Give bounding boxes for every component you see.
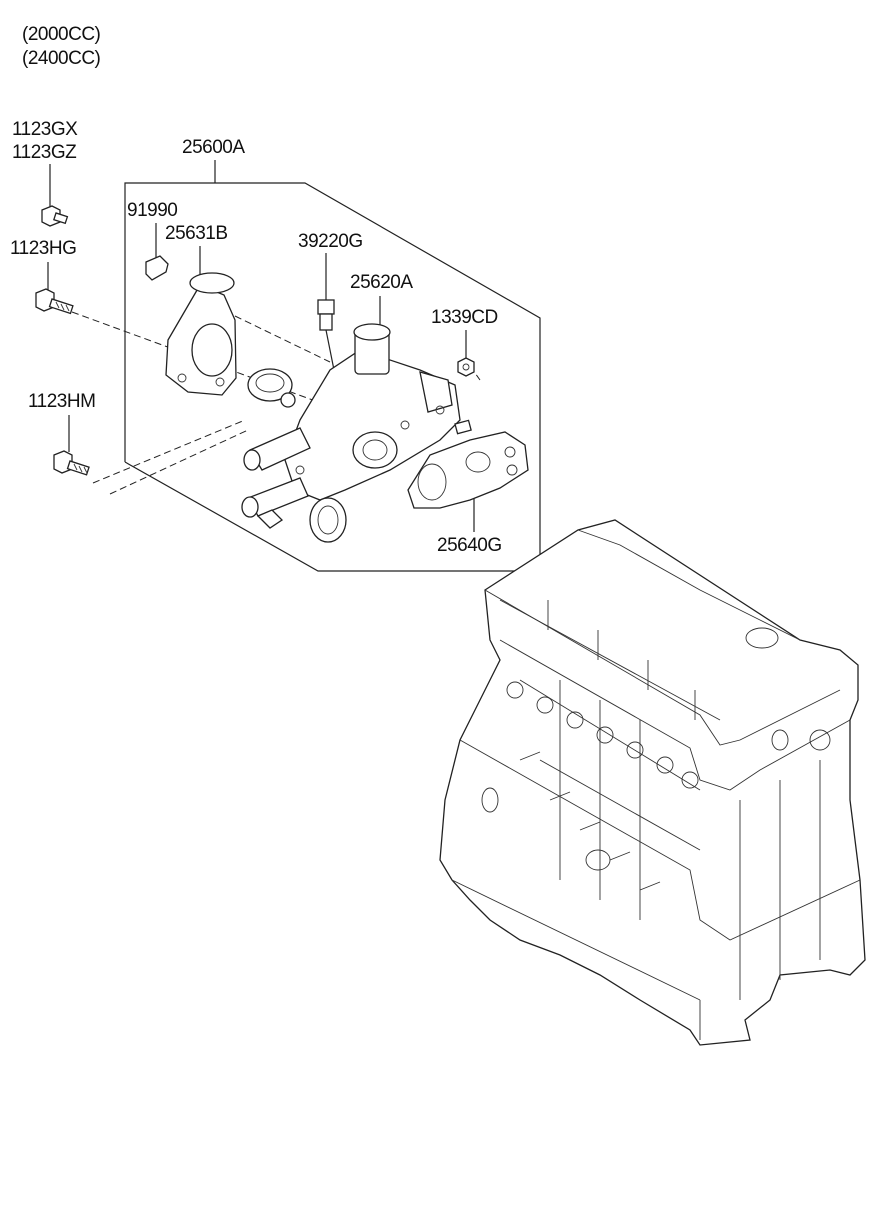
variant-label-2400cc: (2400CC)	[22, 48, 101, 69]
variant-label-2000cc: (2000CC)	[22, 24, 101, 45]
part-label-25631b[interactable]: 25631B	[165, 223, 228, 244]
part-label-1123gx[interactable]: 1123GX	[12, 119, 78, 140]
leader-lines	[47, 160, 475, 532]
water-outlet-housing-25620a	[241, 323, 472, 543]
part-label-1123hg[interactable]: 1123HG	[10, 238, 77, 259]
nut-1339cd	[457, 357, 475, 377]
part-label-25600a[interactable]: 25600A	[182, 137, 245, 158]
bolt-1123hg	[35, 288, 74, 315]
part-label-25620a[interactable]: 25620A	[350, 272, 413, 293]
clip-91990	[145, 255, 169, 281]
part-label-1123gz[interactable]: 1123GZ	[12, 142, 77, 163]
gasket-25640g	[407, 431, 529, 509]
part-label-39220g[interactable]: 39220G	[298, 231, 363, 252]
thermostat	[247, 368, 296, 408]
part-label-91990[interactable]: 91990	[127, 200, 178, 221]
bolt-1123hm	[53, 450, 90, 476]
thermostat-cover-25631b	[165, 272, 237, 396]
assembly-bracket	[124, 182, 541, 572]
engine-block	[439, 519, 866, 1046]
part-label-1339cd[interactable]: 1339CD	[431, 307, 498, 328]
part-label-25640g[interactable]: 25640G	[437, 535, 502, 556]
part-label-1123hm[interactable]: 1123HM	[28, 391, 96, 412]
bolt-1123gx	[41, 205, 69, 227]
